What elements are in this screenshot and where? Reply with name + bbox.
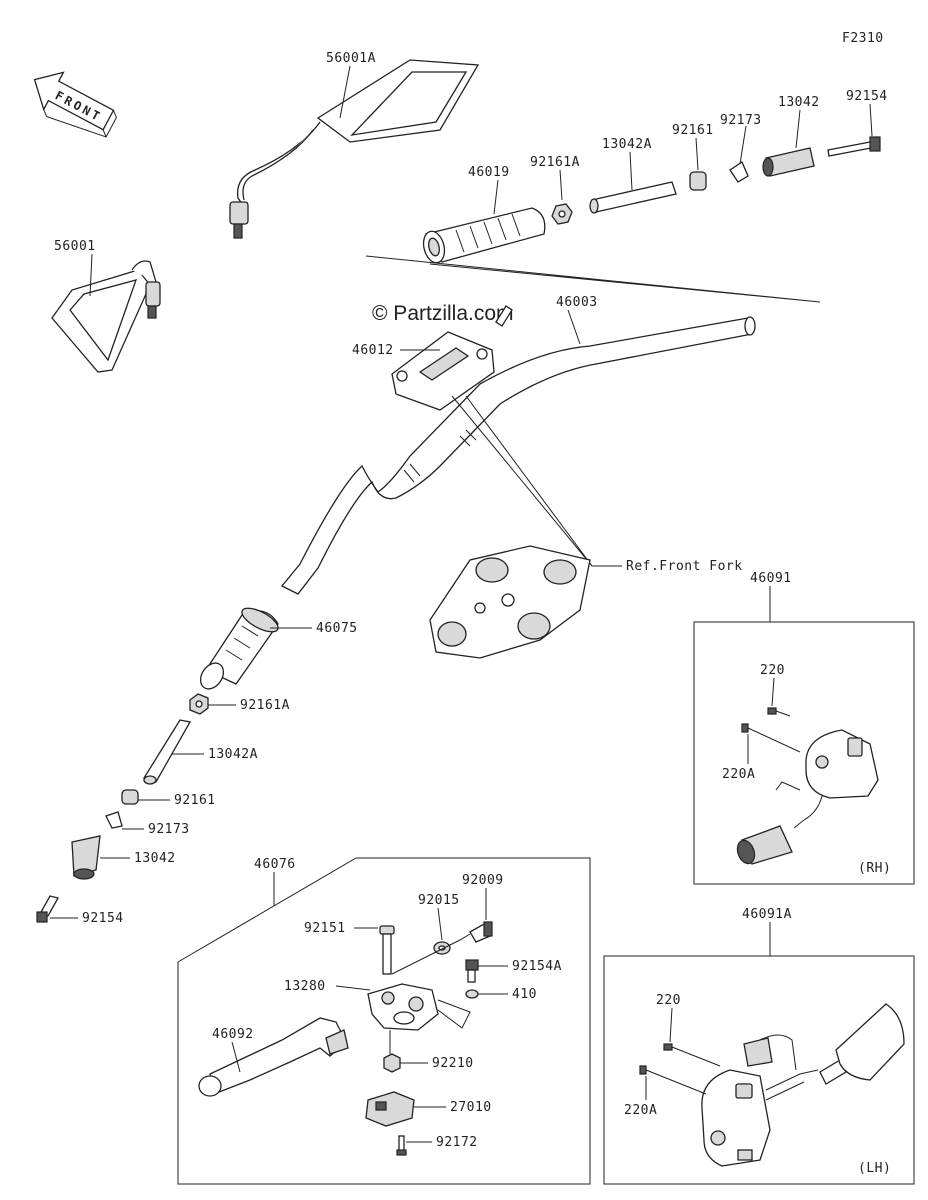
pipe-left bbox=[143, 719, 192, 785]
screw-lh-220 bbox=[663, 1043, 721, 1067]
leader-92015 bbox=[437, 907, 443, 941]
switch-rh-side: (RH) bbox=[858, 861, 891, 876]
label-92210: 92210 bbox=[432, 1056, 474, 1071]
leader-92161-upper bbox=[695, 137, 699, 171]
leader-13042-upper bbox=[795, 109, 801, 149]
label-92151: 92151 bbox=[304, 921, 346, 936]
label-46091A: 46091A bbox=[742, 907, 792, 922]
o-ring bbox=[465, 989, 479, 999]
label-92161-lower: 92161 bbox=[174, 793, 216, 808]
label-13280: 13280 bbox=[284, 979, 326, 994]
figure-code: F2310 bbox=[842, 31, 884, 46]
lever bbox=[198, 1017, 349, 1097]
lock-nut bbox=[383, 1053, 401, 1073]
assembly-guide-upper bbox=[391, 933, 471, 975]
label-rh-220: 220 bbox=[760, 663, 785, 678]
label-rh-220A: 220A bbox=[722, 767, 755, 782]
mirror-left bbox=[51, 260, 161, 373]
label-92154-lower: 92154 bbox=[82, 911, 124, 926]
nut-left bbox=[189, 693, 209, 715]
switch-rh bbox=[736, 729, 879, 865]
screw-rh-220 bbox=[767, 707, 791, 717]
adjust-screw bbox=[469, 921, 493, 943]
pivot-bolt bbox=[379, 925, 395, 975]
label-46092: 46092 bbox=[212, 1027, 254, 1042]
label-92161-upper: 92161 bbox=[672, 123, 714, 138]
assembly-guide-right bbox=[437, 999, 471, 1029]
explode-line-upper bbox=[365, 255, 821, 303]
label-46091: 46091 bbox=[750, 571, 792, 586]
label-92173-upper: 92173 bbox=[720, 113, 762, 128]
label-46003: 46003 bbox=[556, 295, 598, 310]
label-92015: 92015 bbox=[418, 893, 460, 908]
label-92009: 92009 bbox=[462, 873, 504, 888]
leader-92154-upper bbox=[869, 103, 873, 137]
label-46075: 46075 bbox=[316, 621, 358, 636]
handlebar bbox=[280, 316, 756, 595]
bracket-bolt bbox=[465, 959, 479, 983]
label-13042A-lower: 13042A bbox=[208, 747, 258, 762]
label-410: 410 bbox=[512, 987, 537, 1002]
leader-lh-220 bbox=[669, 1007, 673, 1043]
label-lh-220: 220 bbox=[656, 993, 681, 1008]
label-92154-upper: 92154 bbox=[846, 89, 888, 104]
leader-46003 bbox=[567, 309, 581, 345]
label-13042-upper: 13042 bbox=[778, 95, 820, 110]
clip-left bbox=[105, 811, 123, 829]
switch-lh-side: (LH) bbox=[858, 1161, 891, 1176]
label-13042-lower: 13042 bbox=[134, 851, 176, 866]
front-fork-clamp bbox=[429, 545, 591, 659]
screw-rh-220A bbox=[741, 723, 801, 753]
leader-13042A-upper bbox=[629, 151, 633, 191]
front-arrow-icon: FRONT bbox=[33, 71, 117, 139]
switch-lh bbox=[701, 1003, 905, 1167]
mirror-right bbox=[229, 59, 480, 239]
collar-right bbox=[689, 171, 707, 191]
label-ref-fork: Ref.Front Fork bbox=[626, 559, 743, 574]
leader-56001 bbox=[89, 253, 93, 297]
weight-right bbox=[762, 147, 815, 177]
bolt-right bbox=[827, 136, 881, 157]
label-13042A-upper: 13042A bbox=[602, 137, 652, 152]
pipe-right bbox=[589, 181, 677, 214]
label-lh-220A: 220A bbox=[624, 1103, 657, 1118]
leader-rh-220 bbox=[771, 677, 775, 707]
lever-assembly-box bbox=[177, 857, 591, 1185]
leader-46019 bbox=[493, 179, 499, 215]
label-92161A-lower: 92161A bbox=[240, 698, 290, 713]
leader-13280 bbox=[335, 985, 371, 991]
screw-lh-220A bbox=[639, 1065, 707, 1095]
collar-left bbox=[121, 789, 139, 805]
label-46019: 46019 bbox=[468, 165, 510, 180]
leader-ref-fork-holder bbox=[451, 395, 593, 567]
label-92172: 92172 bbox=[436, 1135, 478, 1150]
clip-right bbox=[729, 161, 749, 183]
label-56001: 56001 bbox=[54, 239, 96, 254]
switch-rh-box bbox=[693, 621, 915, 885]
label-92154A: 92154A bbox=[512, 959, 562, 974]
label-92161A-upper: 92161A bbox=[530, 155, 580, 170]
nut-right bbox=[551, 203, 573, 225]
label-46076: 46076 bbox=[254, 857, 296, 872]
bolt-left bbox=[36, 895, 59, 923]
leader-46092 bbox=[231, 1041, 241, 1073]
lever-bracket bbox=[367, 983, 439, 1031]
label-27010: 27010 bbox=[450, 1100, 492, 1115]
leader-92173-upper bbox=[739, 125, 747, 165]
leader-56001A bbox=[339, 65, 351, 119]
grip-left bbox=[199, 607, 279, 690]
switch-lh-box bbox=[603, 955, 915, 1185]
label-56001A: 56001A bbox=[326, 51, 376, 66]
weight-left bbox=[71, 835, 101, 880]
handlebar-holder bbox=[391, 305, 513, 411]
label-92173-lower: 92173 bbox=[148, 822, 190, 837]
label-46012: 46012 bbox=[352, 343, 394, 358]
leader-92161A-upper bbox=[559, 169, 563, 201]
switch-screw bbox=[396, 1135, 407, 1156]
watermark: © Partzilla.com bbox=[372, 302, 514, 325]
stop-switch bbox=[365, 1091, 415, 1127]
grip-right bbox=[422, 207, 546, 264]
